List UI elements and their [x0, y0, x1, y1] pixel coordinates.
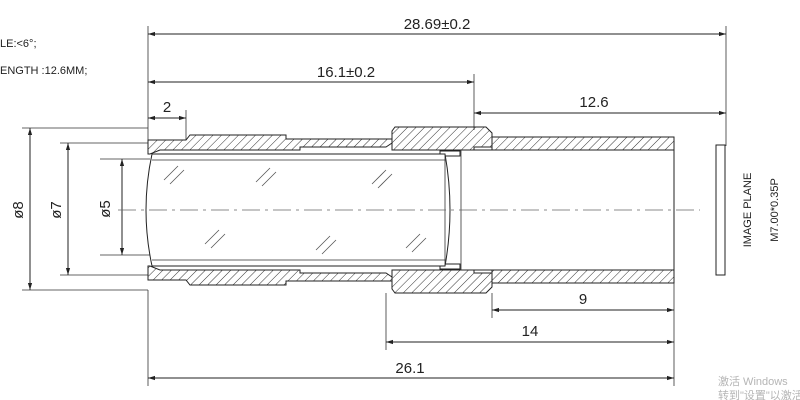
thread-spec-label: M7.00*0.35P: [769, 178, 781, 242]
activation-watermark-line1: 激活 Windows: [718, 374, 788, 388]
lens-barrel-bottom-wall: [147, 265, 393, 286]
rear-thread-tube-top: [491, 136, 675, 151]
image-plane-bar: [715, 144, 726, 276]
spec-length-note: ENGTH :12.6MM;: [0, 65, 87, 77]
coupling-sleeve-bottom: [391, 263, 493, 294]
image-plane-label: IMAGE PLANE: [742, 173, 754, 248]
front-step-label: 2: [163, 99, 171, 116]
overall-length-label: 28.69±0.2: [404, 16, 471, 33]
left-extension-lines: [22, 127, 150, 291]
bottom-extension-lines: [147, 283, 675, 386]
activation-watermark-line2: 转到"设置"以激活 W: [718, 388, 800, 400]
aperture-dia-label: ø5: [97, 200, 114, 218]
top-extension-lines: [147, 26, 727, 146]
lens-barrel-top-wall: [147, 134, 393, 155]
body-len-label: 26.1: [395, 360, 424, 377]
barrel-length-label: 16.1±0.2: [317, 64, 375, 81]
coupling-sleeve-top: [391, 126, 493, 157]
back-focal-label: 12.6: [579, 94, 608, 111]
outer-dia-label: ø8: [10, 201, 27, 219]
rear-thread-tube-bottom: [491, 269, 675, 284]
thread-len-label: 9: [579, 291, 587, 308]
spec-angle-note: LE:<6°;: [0, 38, 37, 50]
mount-len-label: 14: [522, 323, 539, 340]
mid-dia-label: ø7: [48, 201, 65, 219]
